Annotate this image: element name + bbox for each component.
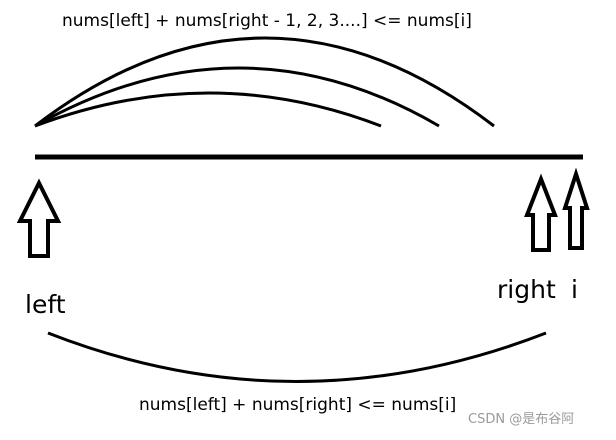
i-pointer-label: i xyxy=(571,275,578,304)
left-pointer-arrow-icon xyxy=(16,178,62,258)
right-pointer-label: right xyxy=(497,275,556,304)
watermark: CSDN @是布谷阿 xyxy=(468,412,575,427)
bottom-formula-label: nums[left] + nums[right] <= nums[i] xyxy=(139,395,457,415)
bottom-arc xyxy=(47,331,547,383)
right-pointer-arrow-icon xyxy=(524,173,558,252)
i-pointer-arrow-icon xyxy=(562,167,590,250)
top-arc-outer xyxy=(34,36,495,128)
top-arc-middle xyxy=(34,66,440,128)
top-formula-label: nums[left] + nums[right - 1, 2, 3....] <… xyxy=(62,11,472,31)
top-arc-inner xyxy=(34,91,382,128)
left-pointer-label: left xyxy=(25,290,66,319)
